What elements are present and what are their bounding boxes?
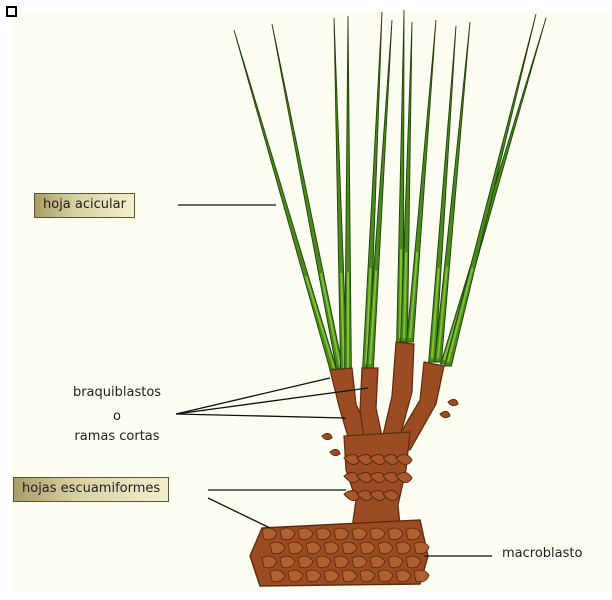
label-macroblasto: macroblasto xyxy=(502,546,582,562)
needle-leaf xyxy=(445,14,536,366)
label-braquiblastos: braquiblastos o ramas cortas xyxy=(52,384,182,445)
scale-leaves xyxy=(344,454,412,500)
bark-scale xyxy=(414,570,429,582)
macroblast-base xyxy=(250,520,429,586)
needle-highlight xyxy=(448,267,473,362)
bud-scale xyxy=(322,433,332,439)
label-braquiblastos-line1: braquiblastos xyxy=(52,384,182,401)
needle-cluster xyxy=(234,10,546,372)
bud-scale xyxy=(448,399,458,405)
label-hojas-escuamiformes: hojas escuamiformes xyxy=(13,477,169,502)
label-braquiblastos-line2: o xyxy=(52,406,182,428)
needle-leaf xyxy=(234,30,337,372)
label-hoja-acicular: hoja acicular xyxy=(34,193,135,218)
bud-scale xyxy=(330,449,340,455)
leader-line xyxy=(176,414,346,418)
bud-scale xyxy=(440,411,450,417)
leader-line xyxy=(208,498,270,528)
label-braquiblastos-line3: ramas cortas xyxy=(52,428,182,445)
